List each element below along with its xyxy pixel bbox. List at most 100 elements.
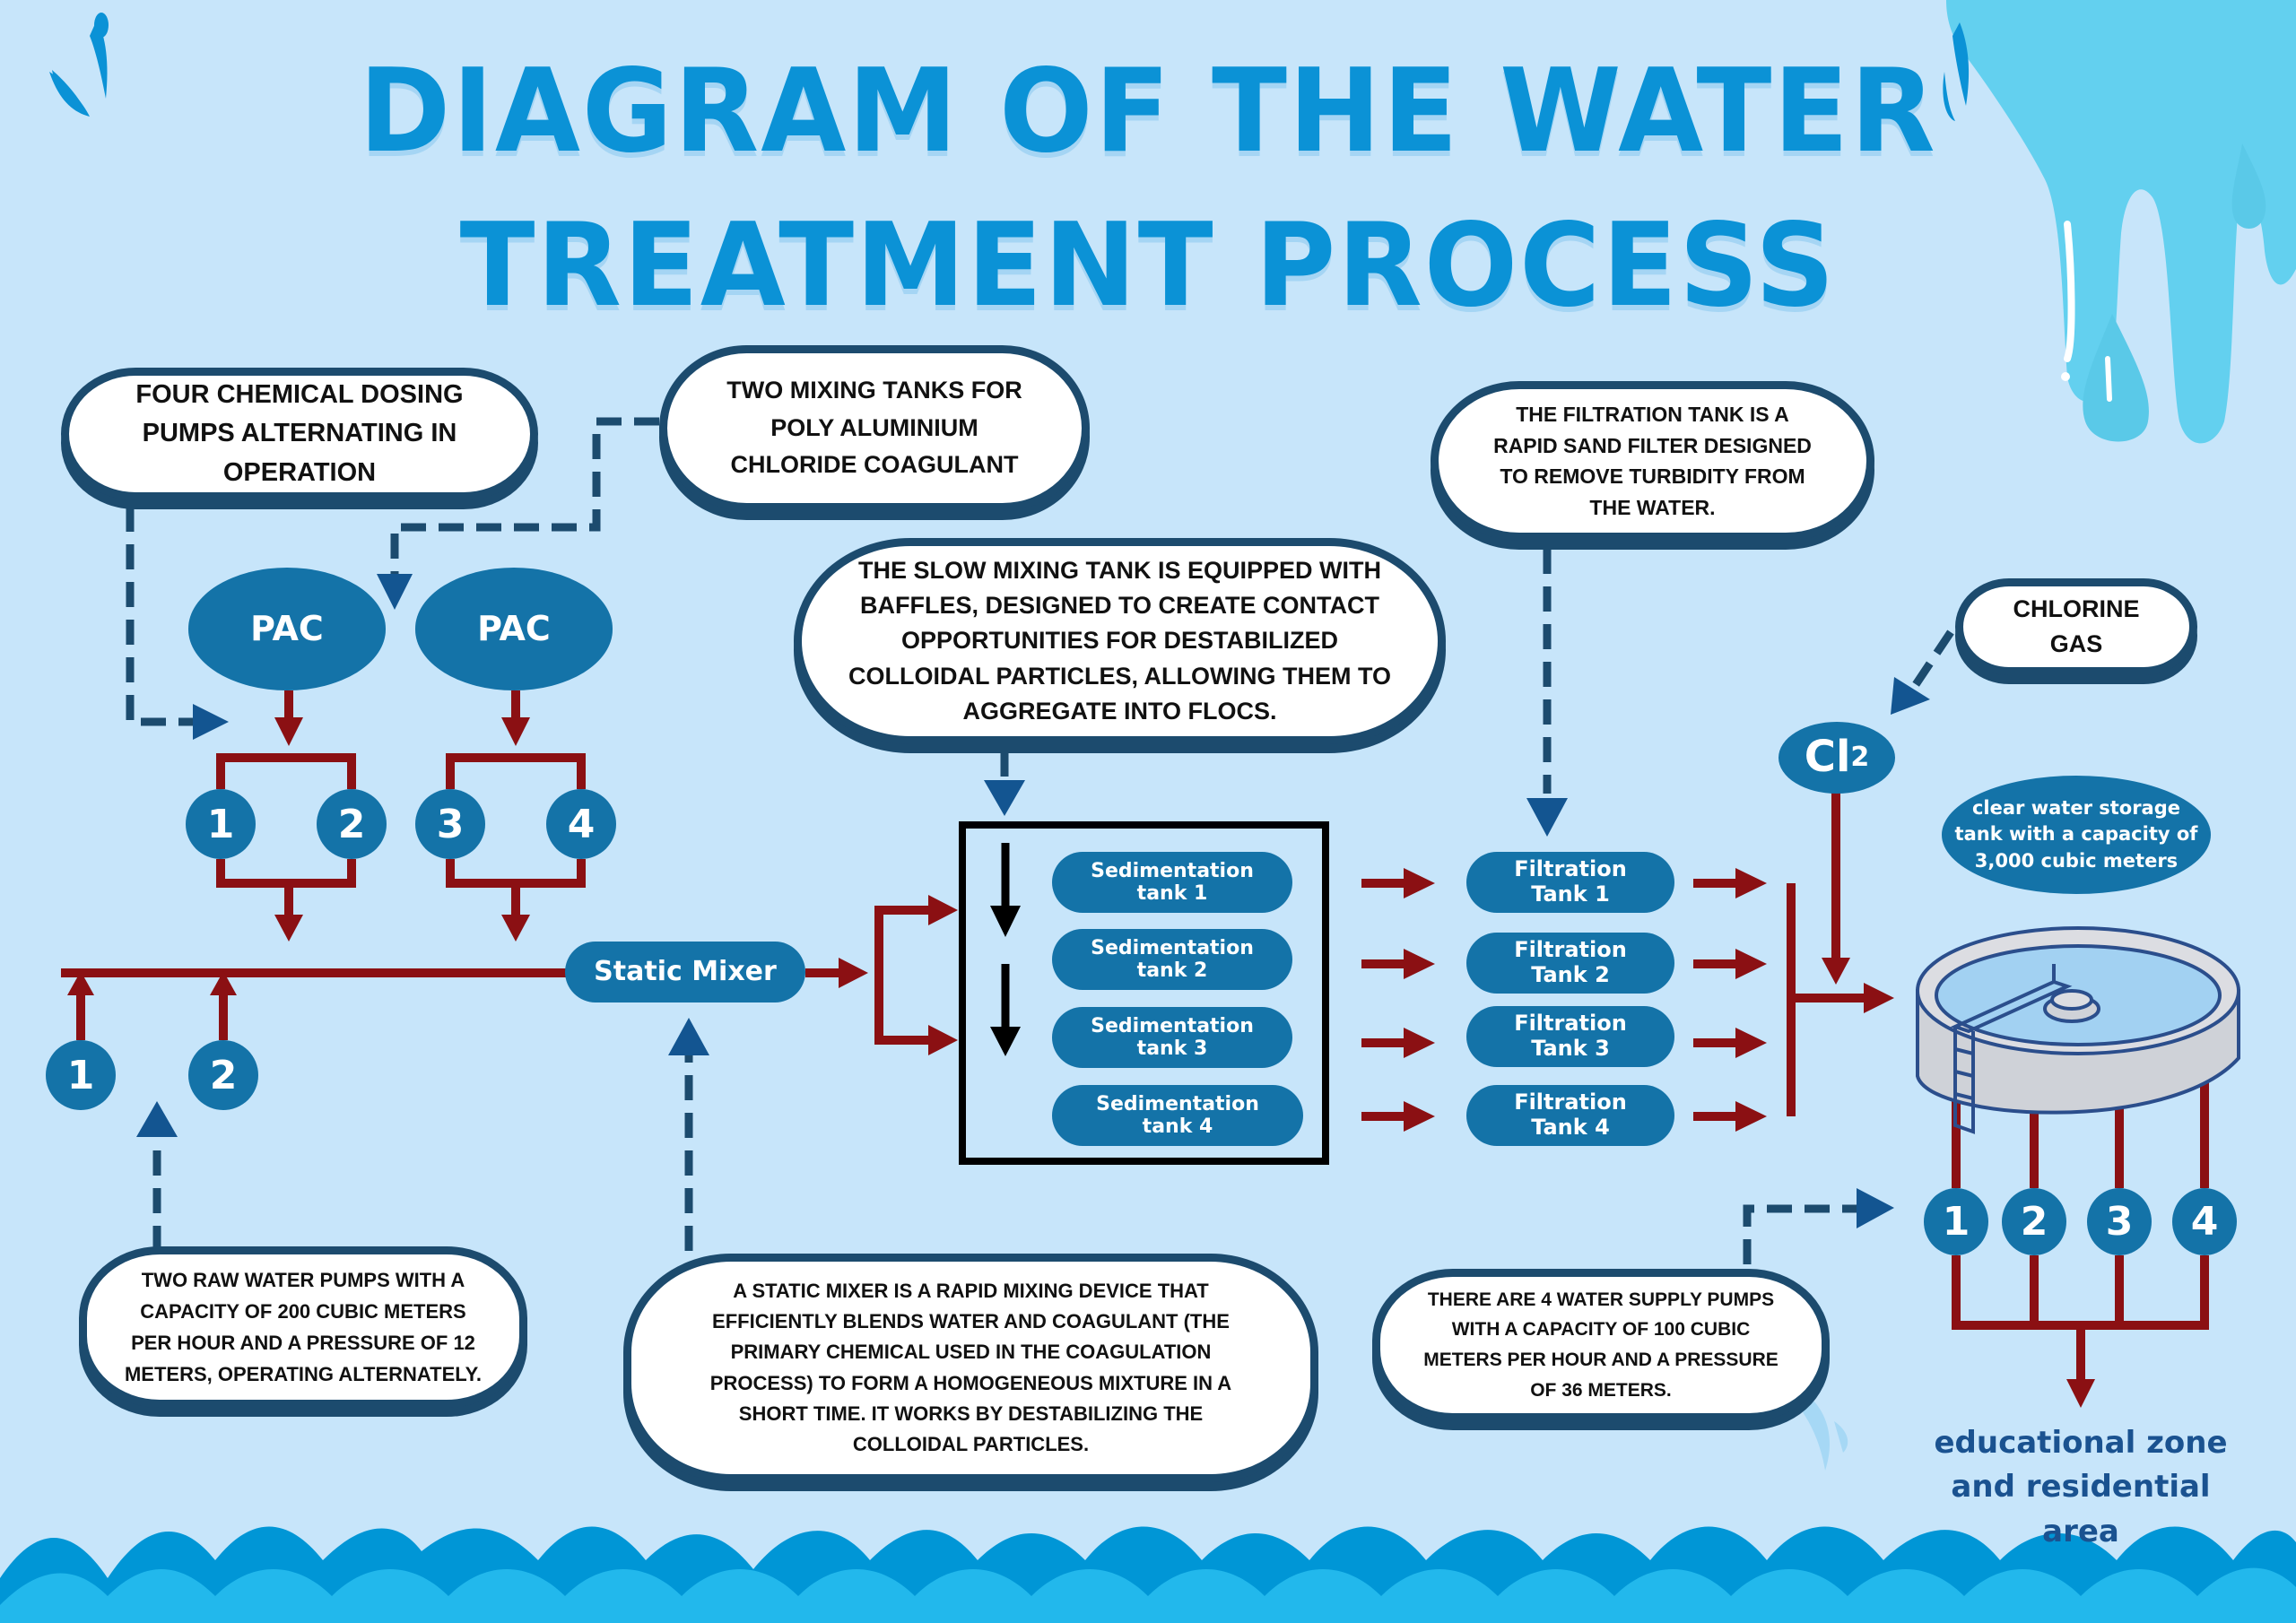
dosing-pump-1: 1 [186, 789, 256, 859]
supply-pump-4: 4 [2172, 1188, 2237, 1255]
callout-text: THE WATER. [1589, 495, 1716, 519]
tank-label: tank 2 [1136, 959, 1208, 982]
arrowhead-icon [1526, 798, 1568, 837]
callout-text: TO REMOVE TURBIDITY FROM [1500, 464, 1805, 488]
tank-label: tank 4 [1142, 1115, 1213, 1138]
tank-label: tank 3 [1136, 1037, 1208, 1060]
callout-supply-pumps: THERE ARE 4 WATER SUPPLY PUMPS WITH A CAP… [1372, 1269, 1830, 1421]
arrowhead-icon [1735, 1101, 1767, 1132]
callout-text: CAPACITY OF 200 CUBIC METERS [140, 1299, 466, 1323]
water-splash-icon [49, 13, 109, 117]
arrowhead-icon [1404, 949, 1435, 979]
callout-text: COLLOIDAL PARTICLES. [852, 1432, 1090, 1455]
supply-dashed-line [1743, 1204, 1857, 1264]
callout-text: POLY ALUMINIUM [770, 413, 978, 441]
arrowhead-icon [928, 1025, 958, 1055]
tank-label: Tank 1 [1531, 881, 1610, 907]
callout-text: FOUR CHEMICAL DOSING [135, 379, 464, 409]
callout-text: OPERATION [222, 457, 377, 487]
callout-text: WITH A CAPACITY OF 100 CUBIC [1451, 1319, 1751, 1341]
callout-text: BAFFLES, DESIGNED TO CREATE CONTACT [859, 592, 1379, 620]
supply-pump-2: 2 [2002, 1188, 2066, 1255]
callout-text: THE SLOW MIXING TANK IS EQUIPPED WITH [857, 557, 1381, 585]
arrowhead-icon [1735, 1028, 1767, 1058]
page-title-line1: DIAGRAM OF THE WATER [359, 45, 1937, 178]
tank-label: Tank 3 [1531, 1036, 1610, 1061]
callout-text: METERS, OPERATING ALTERNATELY. [124, 1363, 483, 1386]
callout-text: METERS PER HOUR AND A PRESSURE [1423, 1350, 1779, 1370]
arrowhead-icon [1735, 868, 1767, 898]
dashed-connectors [126, 417, 1954, 1264]
callout-text: RAPID SAND FILTER DESIGNED [1493, 433, 1812, 457]
callout-text: OF 36 METERS. [1530, 1379, 1672, 1401]
callout-text: TWO MIXING TANKS FOR [726, 376, 1022, 404]
storage-label-text: clear water storage [1971, 796, 2180, 819]
callout-dosing-pumps: FOUR CHEMICAL DOSING PUMPS ALTERNATING IN… [61, 368, 538, 500]
callout-text: CHLORIDE COAGULANT [730, 451, 1019, 479]
pac-tank-2: PAC [415, 568, 613, 690]
wave-decoration [0, 1526, 2296, 1623]
callout-text: PRIMARY CHEMICAL USED IN THE COAGULATION [730, 1341, 1212, 1364]
arrowhead-icon [193, 704, 229, 740]
tank-label: Sedimentation [1091, 1014, 1254, 1037]
arrowhead-icon [274, 717, 303, 746]
water-splash-icon [1943, 22, 1970, 121]
arrowhead-icon [990, 1027, 1021, 1056]
tank-label: Sedimentation [1096, 1092, 1259, 1115]
destination-label: educational zone and residential area [1919, 1421, 2242, 1554]
raw-pump-1: 1 [46, 1040, 116, 1110]
chlorine-symbol: Cl [1804, 732, 1851, 783]
supply-pump-1: 1 [1924, 1188, 1988, 1255]
arrowhead-icon [274, 915, 303, 942]
tank-label: tank 1 [1136, 882, 1208, 905]
static-mixer: Static Mixer [565, 942, 805, 1002]
arrowhead-icon [928, 895, 958, 925]
arrowhead-icon [839, 958, 868, 988]
callout-text: OPPORTUNITIES FOR DESTABILIZED [900, 627, 1338, 655]
arrowhead-icon [136, 1101, 178, 1137]
sedimentation-group-box [959, 821, 1329, 1165]
callout-text: PUMPS ALTERNATING IN [142, 419, 457, 448]
arrowhead-icon [990, 906, 1021, 937]
callout-text: AGGREGATE INTO FLOCS. [962, 697, 1277, 725]
tank-label: Sedimentation [1091, 859, 1254, 882]
pac-tank-1: PAC [188, 568, 386, 690]
dosing-dashed-line [126, 507, 193, 726]
callout-static-mixer: A STATIC MIXER IS A RAPID MIXING DEVICE … [623, 1254, 1318, 1482]
pipe-arrowheads [67, 717, 2095, 1408]
callout-mixing-tanks: TWO MIXING TANKS FOR POLY ALUMINIUM CHLORI… [659, 345, 1090, 511]
callout-text: PROCESS) TO FORM A HOMOGENEOUS MIXTURE I… [709, 1371, 1232, 1394]
destination-text: educational zone [1934, 1425, 2228, 1461]
arrowhead-icon [377, 574, 413, 610]
tank-label: Filtration [1514, 1089, 1627, 1115]
supply-pump-3: 3 [2087, 1188, 2152, 1255]
water-storage-tank-icon [1916, 926, 2240, 1134]
dashed-arrowheads [136, 574, 1930, 1228]
callout-text: THERE ARE 4 WATER SUPPLY PUMPS [1427, 1289, 1775, 1310]
arrowhead-icon [1735, 949, 1767, 979]
pipes [61, 690, 2209, 1381]
tank-label: Sedimentation [1091, 936, 1254, 959]
arrowhead-icon [2066, 1379, 2095, 1408]
arrowhead-icon [1404, 1101, 1435, 1132]
raw-pump-2: 2 [188, 1040, 258, 1110]
storage-label-text: tank with a capacity of [1954, 823, 2198, 846]
dosing-pump-4: 4 [546, 789, 616, 859]
tank-label: Tank 2 [1531, 962, 1610, 987]
tank-label: Filtration [1514, 856, 1627, 882]
storage-label-text: 3,000 cubic meters [1974, 849, 2179, 872]
arrowhead-icon [984, 780, 1025, 816]
